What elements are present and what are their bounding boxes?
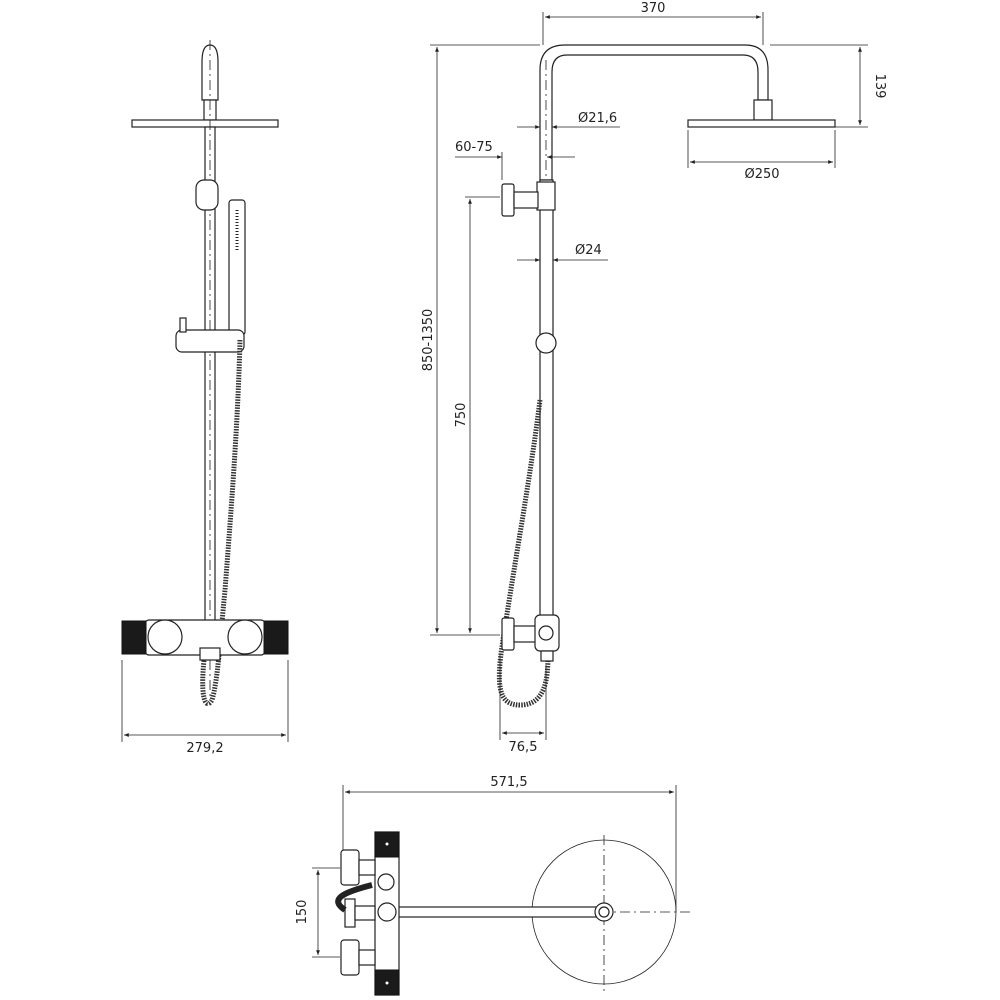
hose	[200, 339, 243, 707]
inlet-spacing-dimension: 150	[295, 900, 310, 925]
depth-dimension: 76,5	[509, 740, 538, 755]
lower-inlet-knob	[340, 939, 360, 976]
top-handle-cap	[374, 831, 400, 858]
lower-knob	[501, 617, 515, 651]
width-dimension: 279,2	[186, 741, 223, 756]
upper-inlet-knob	[340, 849, 360, 886]
diverter-knob	[344, 898, 356, 928]
offset-dimension: 60-75	[455, 140, 493, 155]
height-dimension: 750	[454, 403, 469, 428]
head-diameter-dimension: Ø250	[744, 167, 779, 182]
upper-pipe-diameter-dimension: Ø21,6	[578, 111, 617, 126]
right-handle-cap	[263, 620, 289, 655]
left-handle-cap	[121, 620, 147, 655]
riser-pipe	[539, 179, 554, 621]
slider-ball	[535, 332, 557, 354]
slider	[175, 329, 245, 353]
height-range-dimension: 850-1350	[421, 309, 436, 372]
side-view: 370 139 Ø250 Ø21,6 60-75 Ø24 850-1350 75…	[421, 1, 887, 755]
top-elbow	[201, 44, 219, 101]
top-view: 571,5 150	[295, 775, 690, 996]
shower-arm	[539, 44, 769, 181]
shower-arm	[379, 906, 605, 918]
head-connector	[753, 99, 773, 121]
rain-head	[687, 119, 836, 128]
arm-length-dimension: 370	[641, 1, 666, 16]
front-view: 279,2	[121, 40, 289, 756]
total-depth-dimension: 571,5	[490, 775, 527, 790]
hand-shower	[228, 199, 246, 336]
hose	[335, 882, 373, 913]
pipe-holder	[195, 179, 219, 211]
slider-knob	[179, 317, 187, 333]
outlet	[199, 647, 221, 661]
rain-head	[131, 119, 279, 128]
upper-knob-stem	[513, 191, 539, 209]
head-drop-dimension: 139	[872, 74, 887, 99]
upper-knob	[501, 183, 515, 217]
lower-pipe-diameter-dimension: Ø24	[575, 243, 602, 258]
riser-top-fitting	[536, 181, 556, 211]
